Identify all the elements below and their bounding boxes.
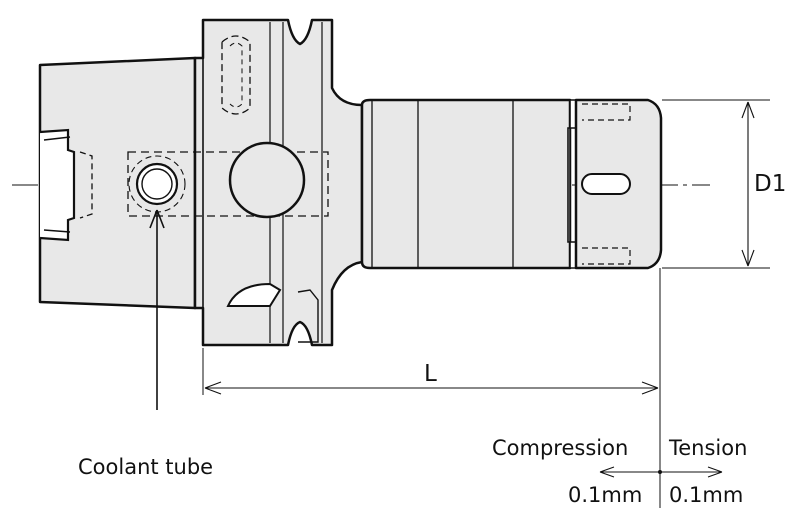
- orientation-notch-upper: [221, 35, 251, 115]
- coolant-tube-port-inner: [141, 168, 173, 200]
- stroke-origin-dot: [658, 470, 662, 474]
- l-arrow-right: [641, 381, 659, 395]
- collet-hidden-top: [582, 103, 631, 121]
- coolant-tube-port: [135, 162, 179, 206]
- coolant-tube-label: Coolant tube: [78, 455, 214, 479]
- lower-key-notch: [226, 282, 282, 307]
- tension-value: 0.1mm: [669, 483, 744, 507]
- collet-hidden-bottom: [582, 247, 631, 265]
- compression-label: Compression: [492, 436, 629, 460]
- l-label: L: [424, 361, 437, 387]
- hidden-slot: [79, 151, 93, 219]
- l-arrow-left: [204, 381, 222, 395]
- compression-value: 0.1mm: [568, 483, 643, 507]
- d1-arrow-top: [741, 101, 755, 119]
- collet-slot: [581, 173, 631, 195]
- coolant-leader-arrow: [149, 209, 165, 229]
- clamp-screw-hole: [228, 141, 306, 219]
- orientation-notch-inner: [229, 42, 243, 108]
- body-cylinder: [360, 98, 572, 270]
- stroke-arrow-right: [707, 466, 723, 478]
- drive-slot: [39, 128, 76, 242]
- d1-label: D1: [754, 171, 787, 197]
- coolant-passage: [127, 151, 329, 217]
- slot-detail: [43, 136, 71, 233]
- stroke-arrow-left: [599, 466, 615, 478]
- tension-label: Tension: [669, 436, 748, 460]
- d1-arrow-bottom: [741, 249, 755, 267]
- lower-key-notch-b: [297, 289, 319, 343]
